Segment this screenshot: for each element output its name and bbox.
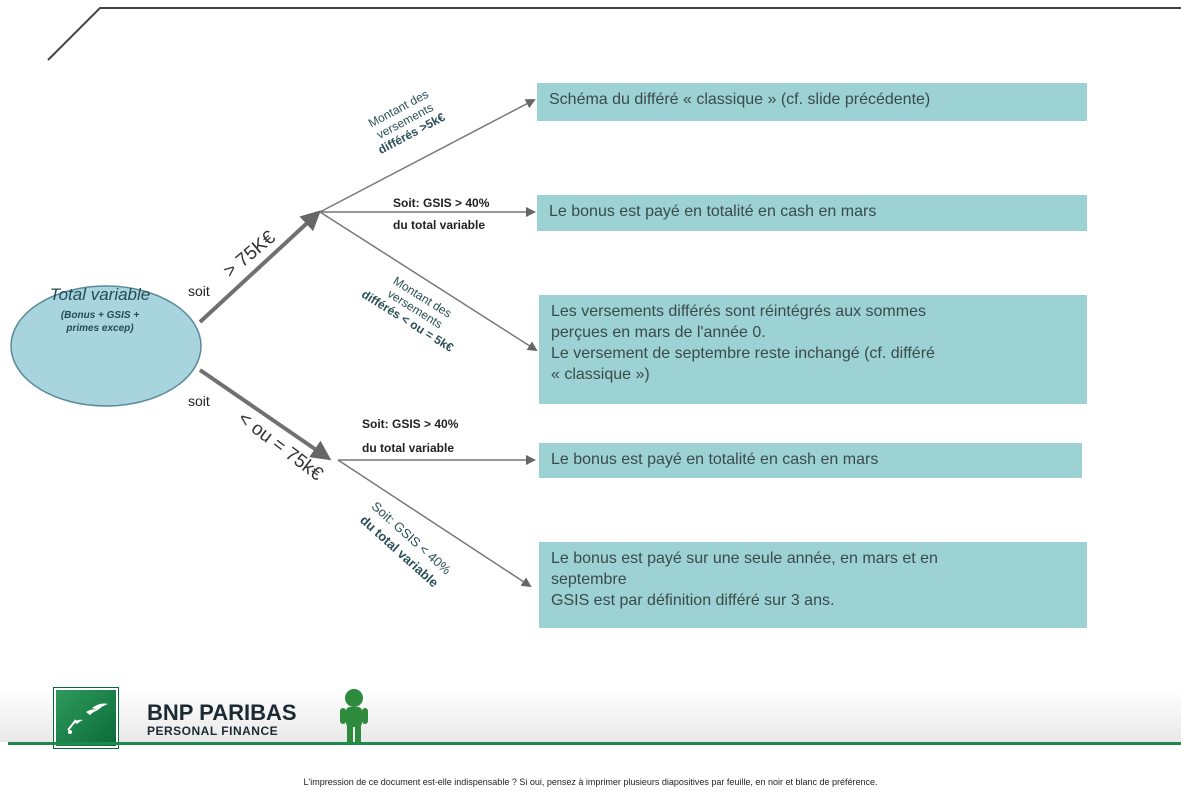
mascot-icon — [340, 689, 368, 742]
edge-label-upper-mid: Soit: GSIS > 40% du total variable — [393, 196, 490, 232]
footer-band — [0, 690, 1181, 742]
bnp-logo-icon — [54, 688, 118, 748]
root-node-text: Total variable (Bonus + GSIS + primes ex… — [20, 285, 180, 335]
arrow-upper-branch — [198, 210, 321, 324]
footer-green-line — [8, 742, 1181, 745]
header-line — [47, 7, 1181, 61]
lower-soit-label: soit — [188, 393, 210, 409]
arrow-to-box3 — [319, 211, 538, 352]
arrow-lower-branch — [198, 368, 332, 461]
star-bird-icon — [67, 703, 108, 734]
root-subtitle: (Bonus + GSIS + primes excep) — [60, 310, 140, 334]
root-ellipse — [10, 285, 202, 407]
arrow-to-box1 — [319, 99, 536, 213]
print-notice: L'impression de ce document est-elle ind… — [303, 777, 878, 787]
arrow-to-box5 — [337, 459, 532, 588]
outcome-box-cash-march-lower: Le bonus est payé en totalité en cash en… — [539, 443, 1082, 478]
brand-name: BNP PARIBAS — [147, 700, 297, 725]
outcome-box-single-year: Le bonus est payé sur une seule année, e… — [539, 542, 1087, 628]
upper-soit-label: soit — [188, 283, 210, 299]
outcome-box-reintegrated: Les versements différés sont réintégrés … — [539, 295, 1087, 404]
brand-subtitle: PERSONAL FINANCE — [147, 724, 279, 738]
outcome-box-classic-deferral: Schéma du différé « classique » (cf. sli… — [537, 83, 1087, 121]
outcome-box-cash-march-upper: Le bonus est payé en totalité en cash en… — [537, 195, 1087, 231]
edge-label-lower-top: Soit: GSIS > 40% du total variable — [362, 417, 459, 455]
root-title: Total variable — [49, 285, 151, 304]
